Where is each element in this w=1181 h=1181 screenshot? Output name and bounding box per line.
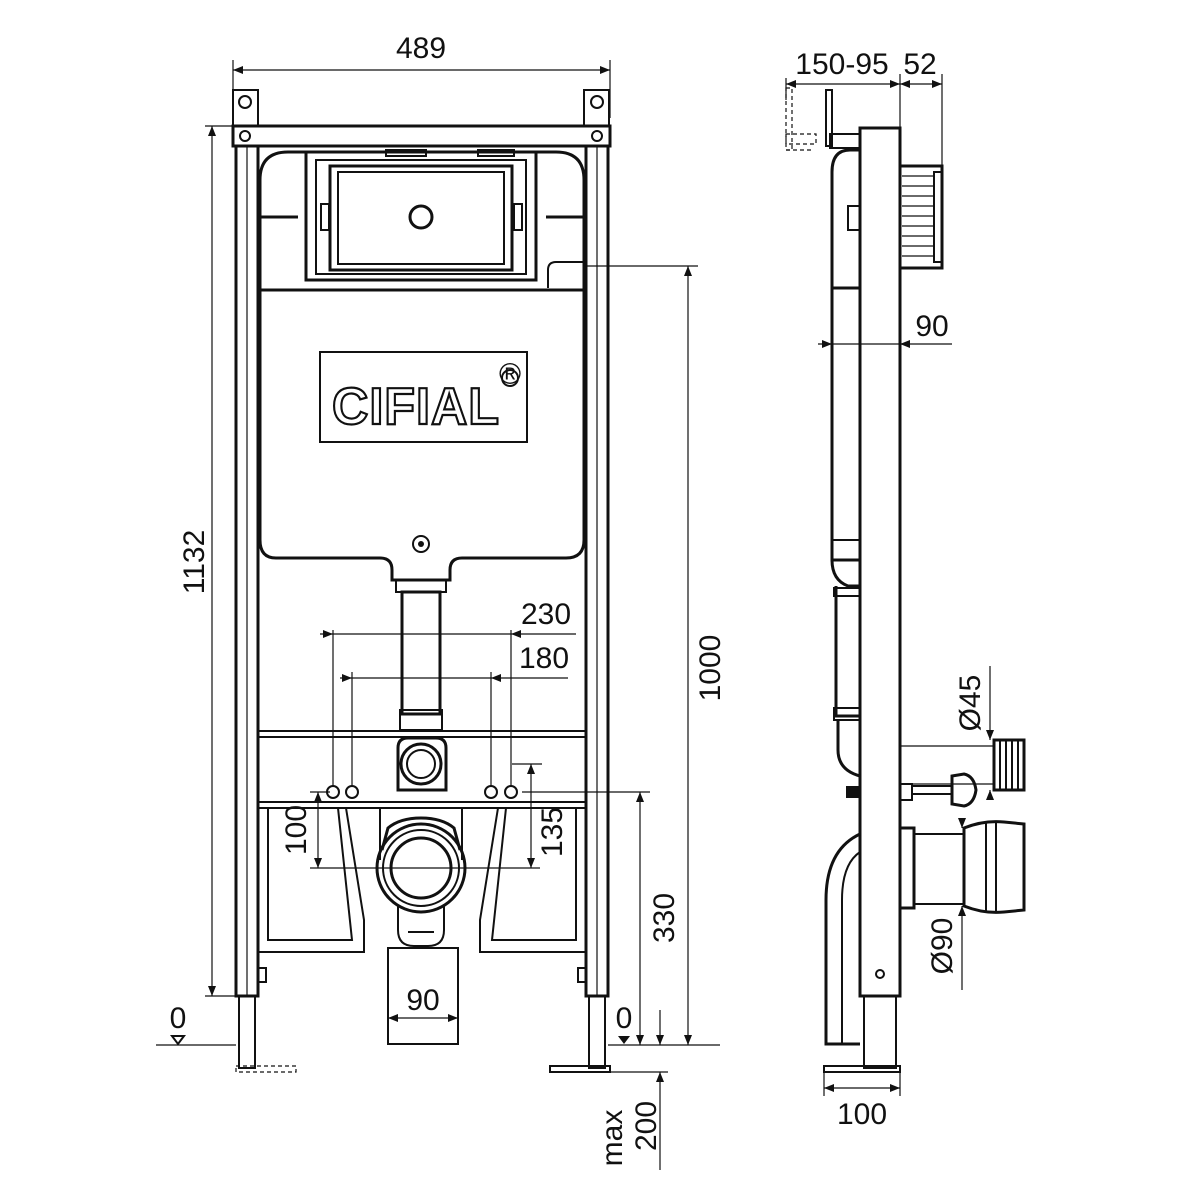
front-view: 489 [156,32,727,1170]
label-100: 100 [280,805,313,855]
label-1000: 1000 [694,635,727,702]
cistern-body: CIFIAL ® [258,288,586,582]
drain-outlet [375,816,467,947]
label-90-side: 90 [915,310,948,343]
label-135: 135 [536,807,569,857]
dimension-230: 230 [320,598,576,786]
dimension-135: 135 [512,763,569,868]
label-zero-right: 0 [616,1002,633,1035]
label-52: 52 [903,48,936,81]
actuator-plate [898,164,944,270]
label-zero-left: 0 [170,1002,187,1035]
dimension-52: 52 [900,48,943,166]
dimension-100-base: 100 [823,1072,901,1131]
label-200: 200 [630,1101,663,1151]
label-diam-90: Ø90 [926,918,959,975]
side-posts [234,144,611,1073]
dimension-max-200: max 200 [596,1010,668,1170]
flush-pipe [395,579,447,731]
brand-registered-mark: ® [499,358,521,391]
mounting-holes [326,785,518,799]
dimension-1000: 1000 [584,265,727,1045]
label-1132: 1132 [178,530,211,595]
dimension-width-489: 489 [232,32,611,118]
dimension-150-95: 150-95 [785,48,901,128]
inlet-connector: Ø45 [846,666,1026,808]
label-489: 489 [396,32,446,65]
label-diam-45: Ø45 [954,675,987,732]
label-150-95: 150-95 [795,48,888,81]
label-max: max [596,1110,629,1167]
dimension-100: 100 [280,791,540,869]
drain-connector: Ø90 [824,818,1026,1046]
cistern-service-opening [258,149,586,292]
dimension-1132: 1132 [178,125,236,997]
side-post [823,126,902,1073]
dimension-330: 330 [522,791,681,1045]
dimension-90-front: 90 [388,984,458,1022]
brand-logo: CIFIAL [332,378,500,436]
wall-bracket [785,87,861,151]
label-90-front: 90 [406,984,439,1017]
floor-level: 0 0 [156,1002,720,1046]
top-brackets [232,89,610,127]
dimension-90-side: 90 [818,310,952,348]
label-100-base: 100 [837,1098,887,1131]
top-cross-bar [231,124,612,148]
cistern-side [830,148,861,778]
label-230: 230 [521,598,571,631]
dimension-180: 180 [340,642,569,786]
lower-frame-panels [257,807,587,1045]
side-view: 150-95 52 [785,48,1026,1131]
inlet-fitting [396,736,448,792]
label-180: 180 [519,642,569,675]
label-330: 330 [648,893,681,943]
